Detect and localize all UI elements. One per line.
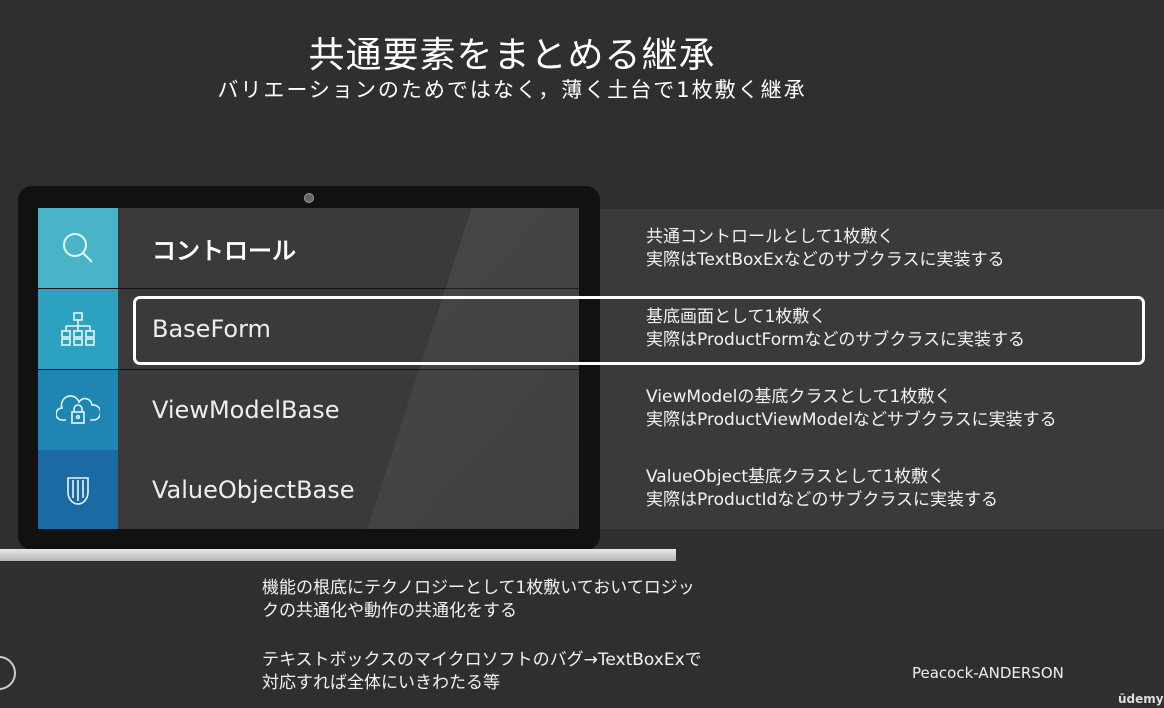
desc-line: 実際はTextBoxExなどのサブクラスに実装する xyxy=(646,250,1005,270)
laptop-screen: コントロール BaseForm ViewModelBase xyxy=(38,208,579,529)
note-technology: 機能の根底にテクノロジーとして1枚敷いておいてロジッ クの共通化や動作の共通化を… xyxy=(262,577,695,623)
row-label: コントロール xyxy=(118,208,579,288)
row-baseform: BaseForm xyxy=(38,289,579,369)
note-example: テキストボックスのマイクロソフトのバグ→TextBoxExで 対応すれば全体にい… xyxy=(262,649,702,695)
desc-line: 共通コントロールとして1枚敷く xyxy=(646,227,895,247)
row-valueobjectbase: ValueObjectBase xyxy=(38,450,579,529)
desc-line: ValueObject基底クラスとして1枚敷く xyxy=(646,467,946,487)
desc-text: 基底画面として1枚敷く 実際はProductFormなどのサブクラスに実装する xyxy=(646,306,1025,352)
laptop-base xyxy=(0,549,676,561)
desc-panel-control: 共通コントロールとして1枚敷く 実際はTextBoxExなどのサブクラスに実装す… xyxy=(600,209,1164,289)
desc-text: ValueObject基底クラスとして1枚敷く 実際はProductIdなどのサ… xyxy=(646,466,998,512)
row-tile xyxy=(38,208,118,288)
desc-panel-viewmodelbase: ViewModelの基底クラスとして1枚敷く 実際はProductViewMod… xyxy=(600,369,1164,449)
search-icon xyxy=(63,233,93,263)
note-line: クの共通化や動作の共通化をする xyxy=(262,601,517,621)
desc-line: 基底画面として1枚敷く xyxy=(646,307,827,327)
desc-panel-baseform: 基底画面として1枚敷く 実際はProductFormなどのサブクラスに実装する xyxy=(600,289,1164,369)
row-tile xyxy=(38,450,118,529)
desc-text: ViewModelの基底クラスとして1枚敷く 実際はProductViewMod… xyxy=(646,386,1057,432)
row-tile xyxy=(38,289,118,369)
slide-title: 共通要素をまとめる継承 xyxy=(308,35,716,76)
hierarchy-icon xyxy=(61,312,95,346)
desc-line: 実際はProductFormなどのサブクラスに実装する xyxy=(646,330,1026,350)
desc-line: ViewModelの基底クラスとして1枚敷く xyxy=(646,387,952,407)
row-tile xyxy=(38,370,118,450)
row-viewmodelbase: ViewModelBase xyxy=(38,370,579,450)
row-label: ViewModelBase xyxy=(118,370,579,450)
nav-circle-button[interactable] xyxy=(0,656,16,690)
author-name: Peacock-ANDERSON xyxy=(912,664,1064,682)
note-line: 対応すれば全体にいきわたる等 xyxy=(262,673,500,693)
slide-subtitle: バリエーションのためではなく，薄く土台で1枚敷く継承 xyxy=(217,78,807,102)
desc-line: 実際はProductViewModelなどサブクラスに実装する xyxy=(646,410,1057,430)
row-label: ValueObjectBase xyxy=(118,450,579,529)
highlight-box xyxy=(133,296,1145,365)
udemy-logo: ūdemy xyxy=(1118,692,1164,706)
row-control: コントロール xyxy=(38,208,579,288)
desc-line: 実際はProductIdなどのサブクラスに実装する xyxy=(646,490,999,510)
cloud-lock-icon xyxy=(56,395,100,424)
note-line: テキストボックスのマイクロソフトのバグ→TextBoxExで xyxy=(262,650,702,670)
note-line: 機能の根底にテクノロジーとして1枚敷いておいてロジッ xyxy=(262,578,695,598)
row-label: BaseForm xyxy=(118,289,579,369)
desc-text: 共通コントロールとして1枚敷く 実際はTextBoxExなどのサブクラスに実装す… xyxy=(646,226,1004,272)
webcam-dot xyxy=(304,193,314,203)
shield-icon xyxy=(67,477,89,505)
desc-panel-valueobjectbase: ValueObject基底クラスとして1枚敷く 実際はProductIdなどのサ… xyxy=(600,449,1164,529)
